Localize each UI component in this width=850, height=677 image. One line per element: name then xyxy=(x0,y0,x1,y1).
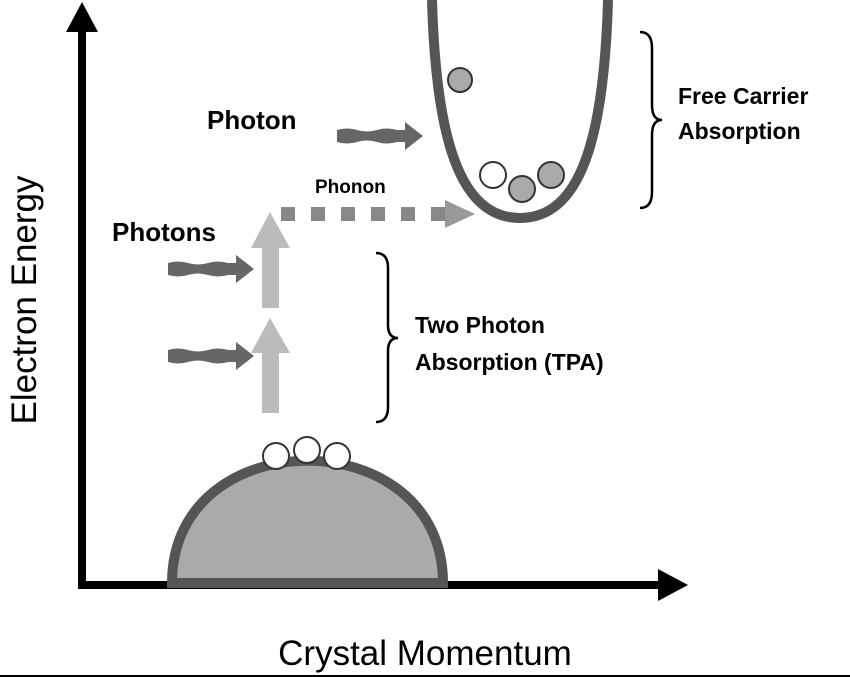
holes xyxy=(262,436,351,470)
conduction-band xyxy=(427,0,613,224)
phonon-label: Phonon xyxy=(315,177,386,198)
fca-label-line2: Absorption xyxy=(678,118,801,144)
tpa-label-line1: Two Photon xyxy=(415,312,545,338)
photon-arrow-upper xyxy=(168,255,254,283)
tpa-label-line2: Absorption (TPA) xyxy=(415,349,604,375)
transition-arrow-lower xyxy=(251,318,290,413)
x-axis-label: Crystal Momentum xyxy=(278,634,572,673)
photons-label: Photons xyxy=(112,217,216,247)
electrons xyxy=(447,67,565,203)
photon-arrow-single xyxy=(337,122,423,150)
transition-arrow-upper xyxy=(251,212,290,308)
fca-brace xyxy=(639,30,663,210)
photon-label: Photon xyxy=(207,105,297,135)
tpa-brace xyxy=(375,251,399,424)
y-axis-label: Electron Energy xyxy=(5,175,44,425)
photon-arrow-lower xyxy=(168,342,254,370)
fca-label-line1: Free Carrier xyxy=(678,83,808,109)
phonon-arrow xyxy=(281,200,475,228)
y-axis xyxy=(66,2,98,588)
valence-band xyxy=(166,455,449,588)
